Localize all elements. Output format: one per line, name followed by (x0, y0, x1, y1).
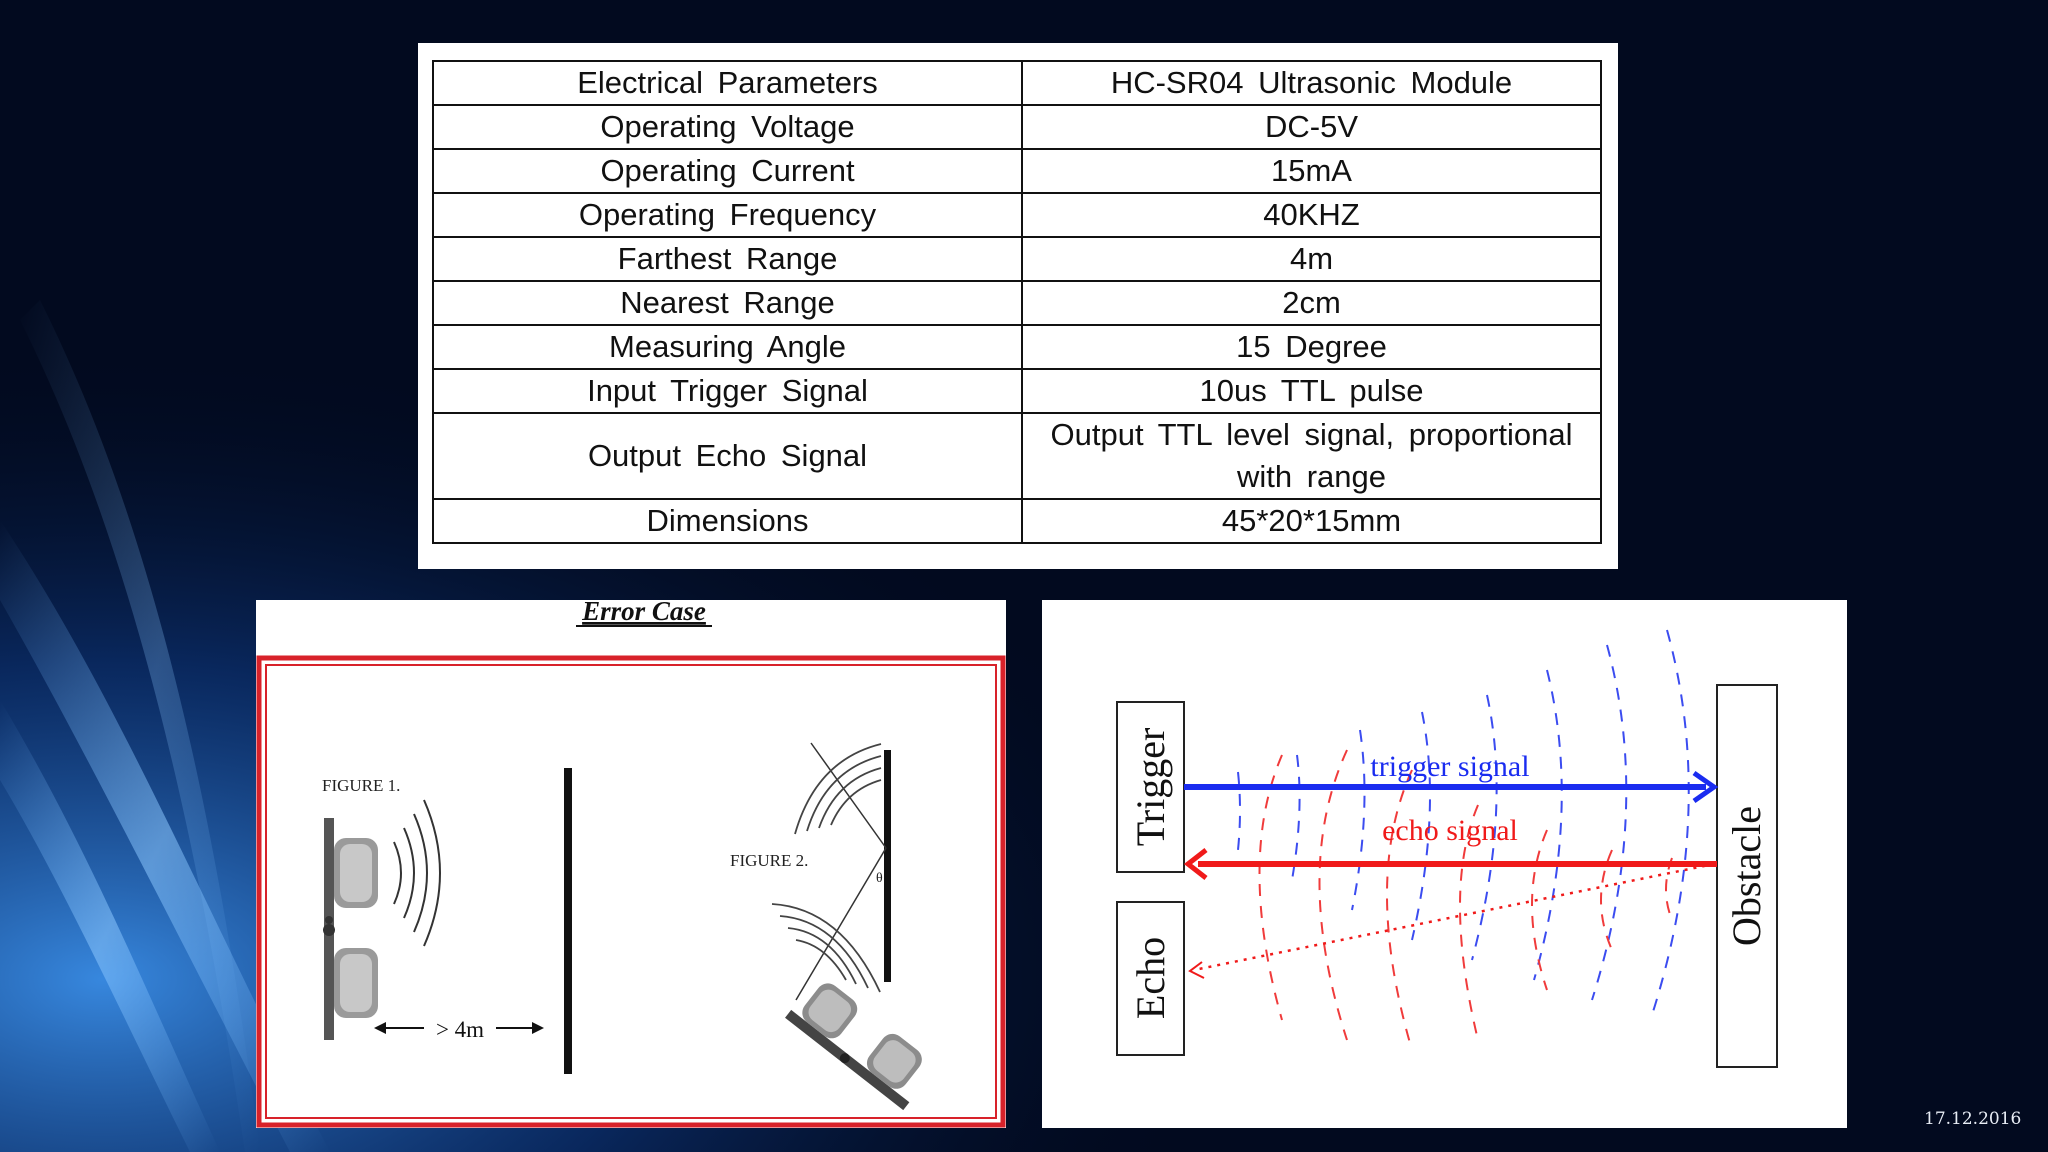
table-cell: Farthest Range (432, 236, 1023, 282)
table-cell: 40KHZ (1021, 192, 1602, 238)
slide-date: 17.12.2016 (1924, 1109, 2022, 1129)
table-row: Measuring Angle 15 Degree (432, 324, 1602, 370)
table-cell: Output TTL level signal, proportional wi… (1021, 412, 1602, 500)
sensor-module-icon (323, 818, 378, 1040)
sound-wave-icon (393, 799, 441, 947)
table-row: Operating Voltage DC-5V (432, 104, 1602, 150)
table-cell: 2cm (1021, 280, 1602, 326)
table-row: Input Trigger Signal 10us TTL pulse (432, 368, 1602, 414)
table-row: Operating Frequency 40KHZ (432, 192, 1602, 238)
table-row: Dimensions 45*20*15mm (432, 498, 1602, 544)
incident-ray (795, 847, 887, 1001)
trigger-signal-label: trigger signal (1370, 750, 1529, 783)
table-row: Farthest Range 4m (432, 236, 1602, 282)
table-cell: HC-SR04 Ultrasonic Module (1021, 60, 1602, 106)
error-case-title: Error Case (581, 600, 706, 626)
echo-signal-label: echo signal (1382, 814, 1518, 847)
tilted-sensor-module-icon (785, 983, 922, 1111)
figure2-label: FIGURE 2. (730, 851, 808, 870)
echo-return-arrowhead (1188, 961, 1205, 979)
table-cell: 10us TTL pulse (1021, 368, 1602, 414)
distance-label: > 4m (436, 1017, 484, 1042)
table-cell: 15mA (1021, 148, 1602, 194)
angle-label: θ (876, 871, 883, 886)
echo-box (1116, 901, 1185, 1056)
trigger-box (1116, 701, 1185, 873)
emitted-wave-icon (771, 903, 881, 993)
table-cell: Input Trigger Signal (432, 368, 1023, 414)
error-case-figure: Error Case FIGURE 1. > 4m (256, 600, 1006, 1128)
table-cell: Measuring Angle (432, 324, 1023, 370)
distance-arrow (374, 1022, 544, 1034)
table-cell: 45*20*15mm (1021, 498, 1602, 544)
obstacle-label: Obstacle (1724, 806, 1769, 946)
table-cell: Output Echo Signal (432, 412, 1023, 500)
tilted-wall-barrier (884, 750, 891, 982)
table-row: Output Echo Signal Output TTL level sign… (432, 412, 1602, 500)
error-case-illustration: Error Case FIGURE 1. > 4m (256, 600, 1006, 1128)
frame-outer (256, 655, 1006, 1128)
wall-barrier (564, 768, 572, 1074)
trigger-label: Trigger (1128, 728, 1173, 847)
echo-label: Echo (1128, 937, 1173, 1019)
table-header-row: Electrical Parameters HC-SR04 Ultrasonic… (432, 60, 1602, 106)
table-cell: Operating Current (432, 148, 1023, 194)
table-cell: Electrical Parameters (432, 60, 1023, 106)
obstacle-box (1716, 684, 1778, 1068)
table-row: Nearest Range 2cm (432, 280, 1602, 326)
spec-table: Electrical Parameters HC-SR04 Ultrasonic… (432, 60, 1602, 544)
table-cell: Operating Voltage (432, 104, 1023, 150)
reflection-ray (810, 742, 887, 849)
trigger-arrowhead (1692, 770, 1719, 804)
echo-arrowhead (1183, 848, 1208, 880)
figure1-label: FIGURE 1. (322, 776, 400, 795)
echo-wavefronts (1258, 749, 1673, 1051)
table-cell: 4m (1021, 236, 1602, 282)
table-cell: Dimensions (432, 498, 1023, 544)
trigger-echo-diagram: Trigger Echo Obstacle trig (1116, 629, 1778, 1068)
table-row: Operating Current 15mA (432, 148, 1602, 194)
table-cell: DC-5V (1021, 104, 1602, 150)
table-cell: 15 Degree (1021, 324, 1602, 370)
table-cell: Operating Frequency (432, 192, 1023, 238)
reflected-wave-icon (794, 743, 882, 835)
spec-table-panel: Electrical Parameters HC-SR04 Ultrasonic… (418, 43, 1618, 569)
echo-return-dotted-line (1193, 862, 1715, 972)
frame-inner (265, 664, 997, 1119)
table-cell: Nearest Range (432, 280, 1023, 326)
trigger-echo-figure: Trigger Echo Obstacle trig (1042, 600, 1847, 1128)
